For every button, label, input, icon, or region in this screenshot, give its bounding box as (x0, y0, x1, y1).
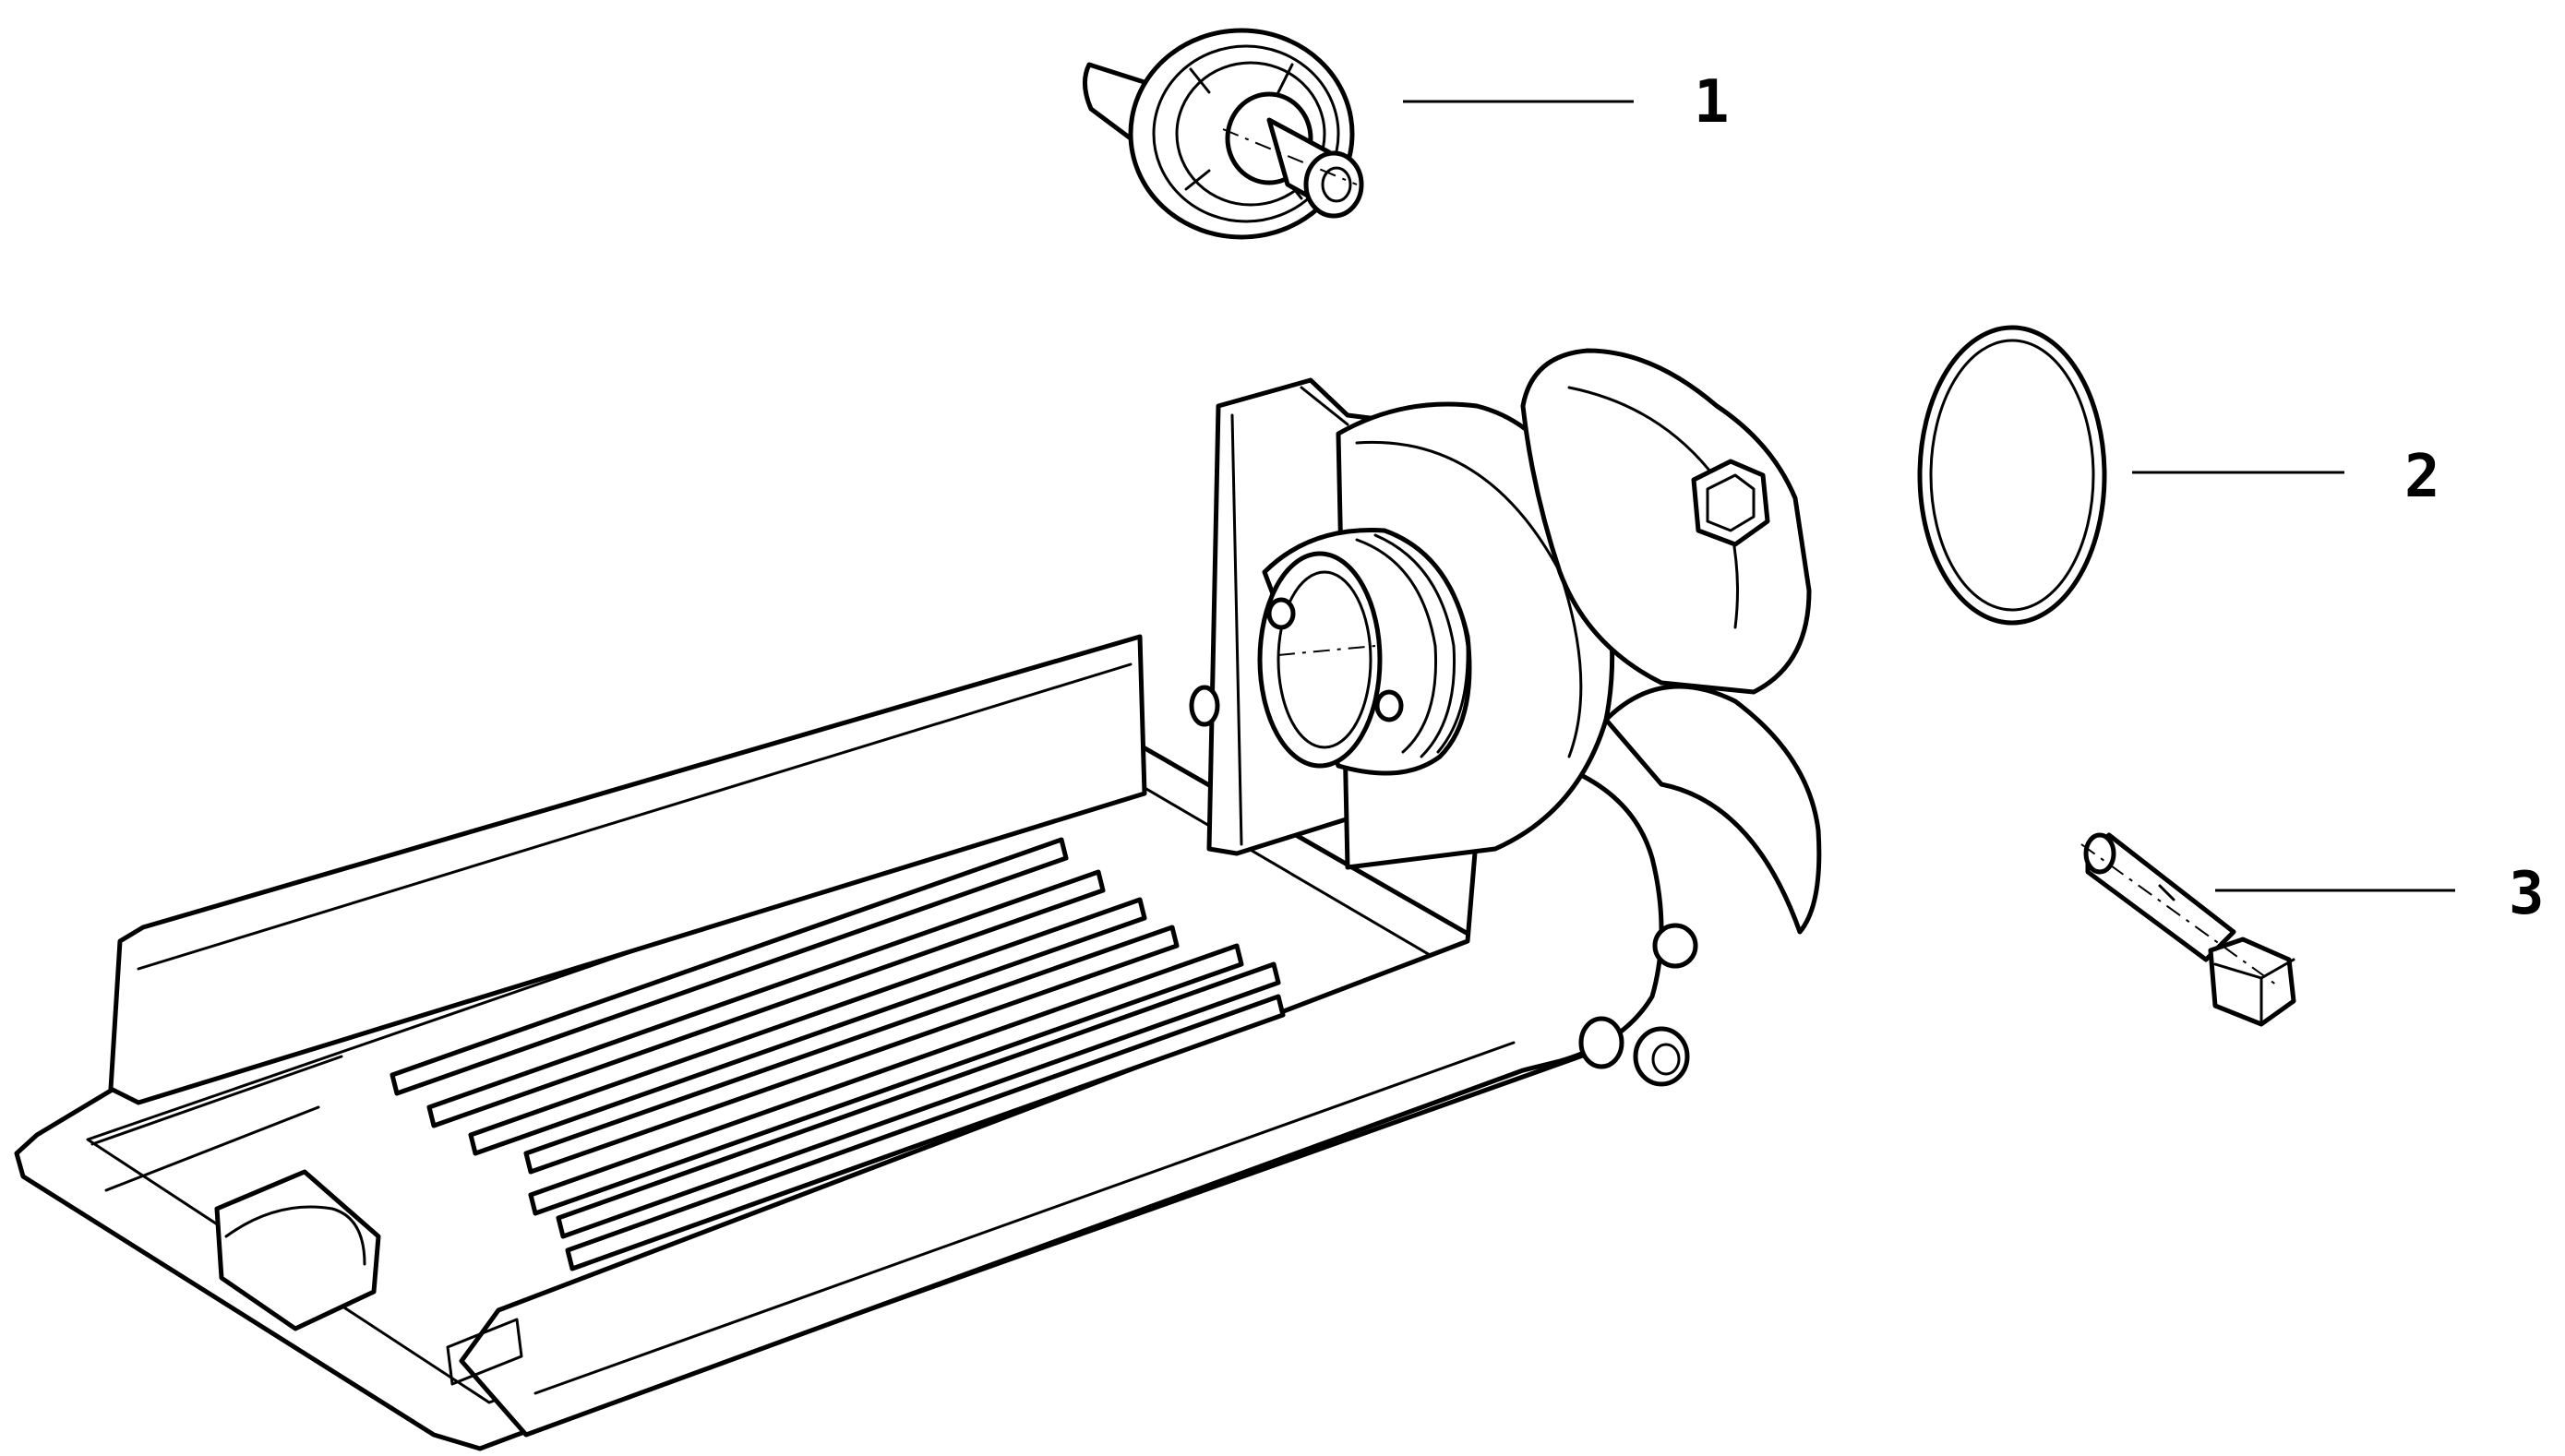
part-1-adapter-fitting (1083, 28, 1364, 240)
part-3-hex-bolt (2080, 832, 2296, 1027)
base-bracket (14, 348, 1822, 1451)
callout-3: 3 (2215, 860, 2545, 928)
callout-1: 1 (1403, 68, 1730, 137)
threaded-spigot (1257, 528, 1472, 776)
callout-2: 2 (2132, 443, 2440, 511)
callout-number-3: 3 (2509, 860, 2545, 928)
floor-rails (390, 837, 1286, 1271)
part-2-o-ring (1917, 325, 2107, 626)
callout-number-1: 1 (1694, 68, 1730, 137)
callout-number-2: 2 (2404, 443, 2440, 511)
